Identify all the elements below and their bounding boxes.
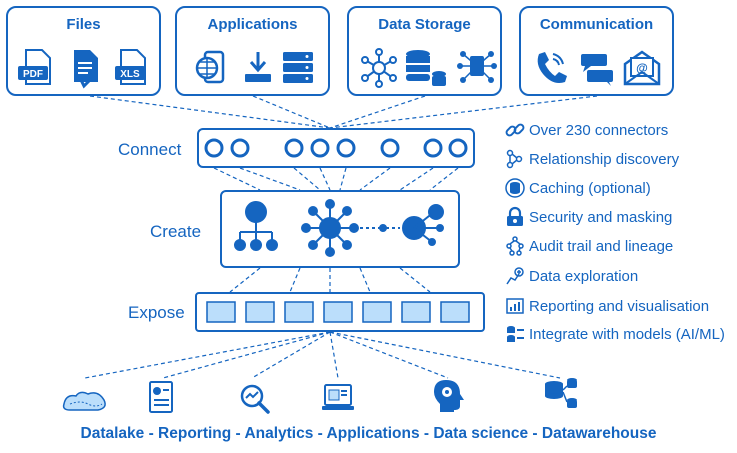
feature-item: Data exploration xyxy=(505,266,638,286)
database-icon xyxy=(406,50,446,86)
connector-circles xyxy=(204,138,468,158)
document-file-icon xyxy=(74,50,98,89)
source-applications: Applications xyxy=(175,6,330,96)
feature-label: Integrate with models (AI/ML) xyxy=(529,325,725,343)
email-icon: @ xyxy=(623,50,661,86)
server-icon xyxy=(283,52,313,83)
applications-icon xyxy=(322,384,354,410)
source-files-title: Files xyxy=(66,16,101,33)
source-files: Files PDF XLS xyxy=(6,6,161,96)
model-integration-icon xyxy=(507,326,524,342)
phone-icon xyxy=(537,52,567,83)
source-data-storage-title: Data Storage xyxy=(378,16,471,33)
data-science-icon xyxy=(434,380,464,412)
datalake-icon xyxy=(62,391,106,411)
reporting-icon xyxy=(149,381,173,413)
source-applications-title: Applications xyxy=(207,16,298,33)
feature-label: Relationship discovery xyxy=(529,150,680,168)
feature-label: Over 230 connectors xyxy=(529,121,669,139)
network-hub-icon xyxy=(361,48,397,88)
datawarehouse-icon xyxy=(545,378,577,408)
cache-database-icon xyxy=(505,178,525,198)
expose-layer-box xyxy=(195,292,485,332)
feature-item: Integrate with models (AI/ML) xyxy=(505,324,725,344)
report-chart-icon xyxy=(506,298,524,314)
download-icon xyxy=(245,52,271,82)
layer-create-label: Create xyxy=(150,222,202,241)
distributed-storage-icon xyxy=(457,51,497,83)
exploration-icon xyxy=(506,267,524,285)
feature-item: Security and masking xyxy=(505,206,673,227)
feature-item: Over 230 connectors xyxy=(505,120,668,140)
source-communication: Communication @ xyxy=(519,6,674,96)
xls-label: XLS xyxy=(120,69,140,80)
pdf-file-icon: PDF xyxy=(18,49,51,85)
layer-connect-label: Connect xyxy=(118,140,182,159)
expose-slots xyxy=(206,301,470,323)
xls-file-icon: XLS xyxy=(115,49,146,85)
svg-text:@: @ xyxy=(636,61,648,75)
relationship-graphs xyxy=(234,199,444,257)
feature-label: Audit trail and lineage xyxy=(529,237,674,255)
pdf-label: PDF xyxy=(23,69,43,80)
web-app-icon xyxy=(195,50,225,84)
link-icon xyxy=(505,123,525,137)
consumers-label: Datalake - Reporting - Analytics - Appli… xyxy=(80,425,657,442)
relationship-icon xyxy=(506,149,523,169)
feature-label: Security and masking xyxy=(529,208,673,226)
lock-icon xyxy=(507,206,523,226)
create-layer-box xyxy=(220,190,460,268)
analytics-icon xyxy=(240,384,270,414)
feature-label: Reporting and visualisation xyxy=(529,297,710,315)
layer-expose-label: Expose xyxy=(128,303,185,322)
feature-item: Caching (optional) xyxy=(505,178,651,198)
feature-item: Reporting and visualisation xyxy=(505,296,709,316)
source-communication-title: Communication xyxy=(539,16,654,33)
chat-icon xyxy=(581,54,613,86)
feature-item: Audit trail and lineage xyxy=(505,236,673,256)
feature-label: Data exploration xyxy=(529,267,639,285)
feature-label: Caching (optional) xyxy=(529,179,651,197)
source-data-storage: Data Storage xyxy=(347,6,502,96)
feature-item: Relationship discovery xyxy=(505,149,679,169)
connect-layer-box xyxy=(197,128,475,168)
lineage-icon xyxy=(506,236,524,256)
